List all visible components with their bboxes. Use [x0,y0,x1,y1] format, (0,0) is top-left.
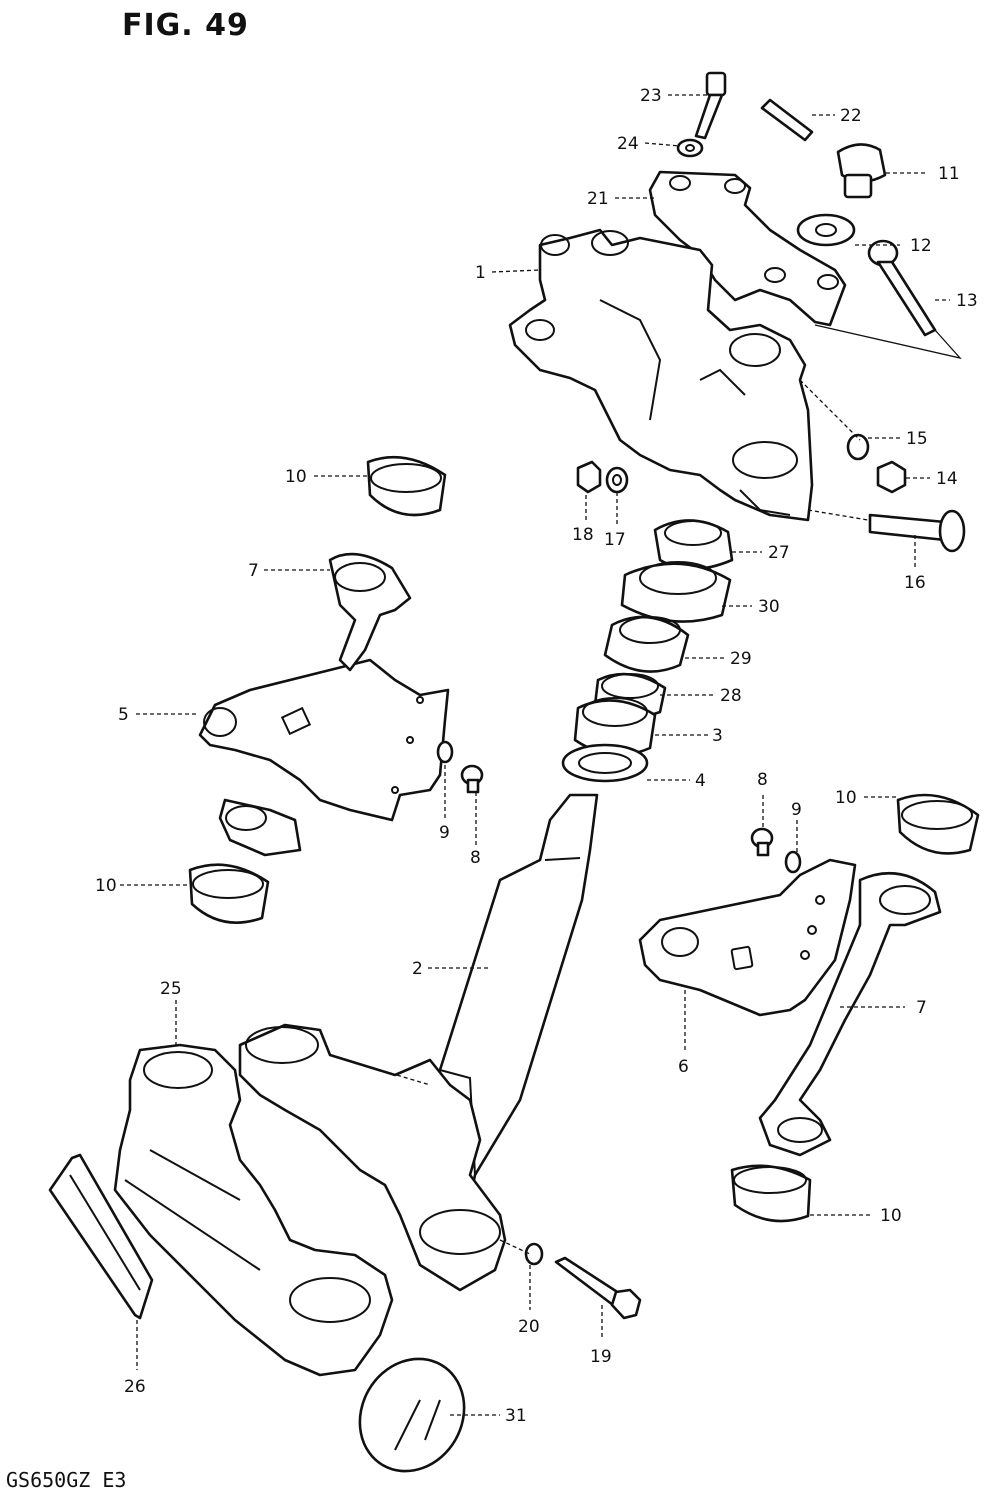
part-13-bolt [867,239,937,337]
part-9-washer-left [436,740,454,764]
callout-23: 23 [640,86,662,106]
callout-27: 27 [768,543,790,563]
part-4-race [561,743,649,783]
callout-28: 28 [720,686,742,706]
part-3-bearing [573,697,657,757]
callout-9-right: 9 [791,800,802,820]
callout-leaders [120,94,950,1416]
part-29-race [603,615,690,673]
callout-16: 16 [904,573,926,593]
part-8-screw-left [460,764,484,794]
part-24-washer [676,138,704,158]
part-16-bolt [868,509,966,553]
callout-15: 15 [906,429,928,449]
callout-26: 26 [124,1377,146,1397]
part-7-right-stay [758,871,942,1157]
part-8-screw-right [750,827,774,857]
callout-11: 11 [938,164,960,184]
part-19-bolt [554,1256,642,1320]
figure-title: FIG. 49 [122,8,249,43]
part-30-seal [620,561,732,623]
part-23-bolt [694,71,727,140]
callout-24: 24 [617,134,639,154]
callout-20: 20 [518,1317,540,1337]
model-code: GS650GZ E3 [6,1468,127,1492]
part-11-cap [836,143,887,199]
part-10-grommet-b [188,863,270,924]
callout-10-right: 10 [835,788,857,808]
part-9-washer-right [784,850,802,874]
callout-7-left: 7 [248,561,259,581]
callout-8-left: 8 [470,848,481,868]
callout-29: 29 [730,649,752,669]
part-10-grommet-a [366,455,447,517]
callout-4: 4 [695,771,706,791]
callout-13: 13 [956,291,978,311]
callout-2: 2 [412,959,423,979]
callout-12: 12 [910,236,932,256]
reference-line-20 [499,1239,531,1255]
part-10-grommet-c [896,793,980,855]
callout-10-left: 10 [95,876,117,896]
reference-line-15 [799,379,861,441]
reference-line-13 [814,324,962,360]
callout-17: 17 [604,530,626,550]
callout-6: 6 [678,1057,689,1077]
part-18-nut [576,460,602,494]
part-7-left-stay [218,552,412,857]
part-22-plate [760,98,814,142]
part-20-washer [524,1242,544,1266]
part-10-grommet-d [730,1164,812,1223]
callout-1: 1 [475,263,486,283]
part-6-right-bracket [638,858,857,1017]
part-5-left-bracket [198,658,450,822]
part-12-washer [796,213,856,247]
callout-3: 3 [712,726,723,746]
part-15-washer [846,433,870,461]
callout-9-left: 9 [439,823,450,843]
part-26-emblem-plate [48,1153,154,1320]
callout-31: 31 [505,1406,527,1426]
part-1-upper-holder [508,228,814,522]
callout-30: 30 [758,597,780,617]
callout-14: 14 [936,469,958,489]
callout-22: 22 [840,106,862,126]
callout-8-right: 8 [757,770,768,790]
callout-21: 21 [587,189,609,209]
reference-line-stem [329,1054,431,1086]
callout-10-bottom: 10 [880,1206,902,1226]
callout-10-top: 10 [285,467,307,487]
part-21-upper-bracket [648,170,847,327]
part-14-nut [876,460,907,494]
reference-line-16 [807,509,869,521]
callout-7-right: 7 [916,998,927,1018]
part-31-cap [358,1357,466,1473]
part-25-cover [113,1043,394,1377]
callout-25: 25 [160,979,182,999]
callout-5: 5 [118,705,129,725]
part-17-washer [605,466,629,494]
callout-18: 18 [572,525,594,545]
callout-19: 19 [590,1347,612,1367]
